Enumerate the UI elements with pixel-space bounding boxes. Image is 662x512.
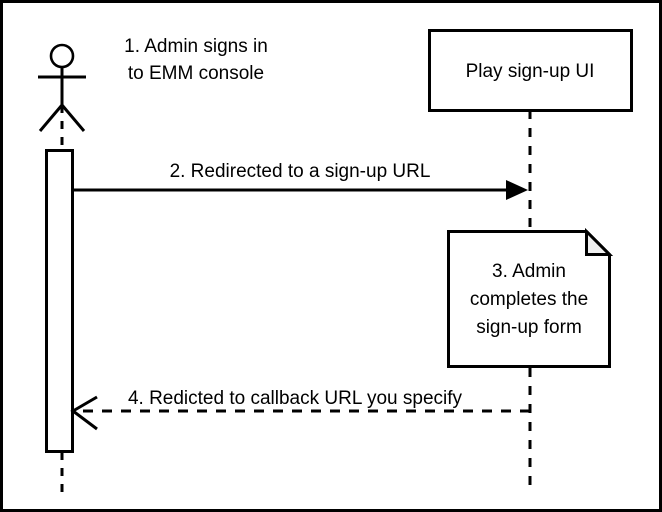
step-1-label-line1: 1. Admin signs in xyxy=(124,36,268,57)
step-1-label-line2: to EMM console xyxy=(128,63,264,84)
actor-admin xyxy=(38,43,86,132)
note-fold-icon xyxy=(585,227,614,256)
step-3-label-line2: completes the xyxy=(470,289,588,310)
actor-right-leg-line xyxy=(60,104,86,132)
actor-left-leg-line xyxy=(38,104,64,132)
step-2-label: 2. Redirected to a sign-up URL xyxy=(170,161,431,182)
participant-box-label: Play sign-up UI xyxy=(466,61,595,82)
step-3-label-line3: sign-up form xyxy=(476,317,582,338)
note-body-shape xyxy=(447,230,611,368)
actor-head-icon xyxy=(49,43,75,69)
step-4-arrowhead-icon xyxy=(70,395,98,431)
step-2-arrowhead-icon xyxy=(506,180,528,200)
step-4-label: 4. Redicted to callback URL you specify xyxy=(128,388,463,409)
note-step-3: 3. Admin completes the sign-up form xyxy=(447,227,614,368)
step-3-label-line1: 3. Admin xyxy=(492,261,566,282)
activation-bar-admin xyxy=(45,149,74,453)
